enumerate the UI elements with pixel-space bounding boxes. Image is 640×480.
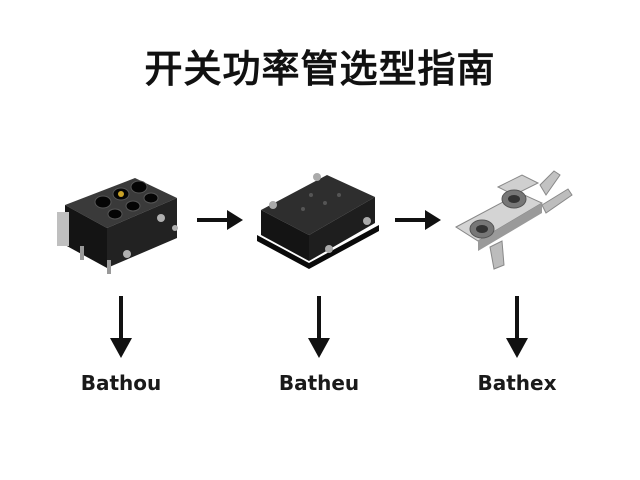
black-switch-module-icon <box>57 178 178 274</box>
arrow-right-icon <box>395 210 441 230</box>
arrow-down-icon <box>506 296 528 358</box>
page-title: 开关功率管选型指南 <box>144 47 496 91</box>
component-label-bathex: Bathex <box>477 371 557 395</box>
arrow-down-icon <box>110 296 132 358</box>
component-label-bathou: Bathou <box>80 371 162 395</box>
black-mounting-block-icon <box>257 173 379 269</box>
arrow-down-icon <box>308 296 330 358</box>
component-label-batheu: Batheu <box>278 371 360 395</box>
metal-terminal-bracket-icon <box>455 170 573 270</box>
arrow-right-icon <box>197 210 243 230</box>
